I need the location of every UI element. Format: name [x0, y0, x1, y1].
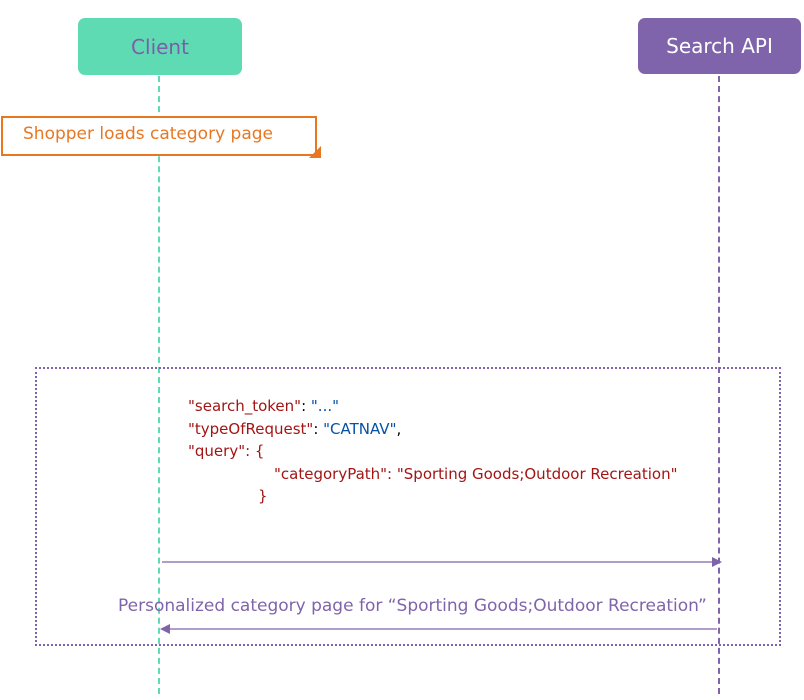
client-participant: Client	[78, 18, 242, 75]
note-fold-corner	[309, 146, 321, 158]
brace-close: }	[258, 487, 268, 505]
sep-1: :	[301, 397, 311, 415]
search-api-participant: Search API	[638, 18, 801, 74]
value-type-of-request: "CATNAV"	[323, 419, 397, 438]
response-arrow	[160, 624, 717, 634]
key-query: "query"	[188, 442, 246, 460]
note-text: Shopper loads category page	[23, 124, 273, 144]
client-lifeline	[158, 76, 160, 694]
request-arrow	[162, 557, 722, 567]
search-api-label: Search API	[666, 34, 773, 58]
client-label: Client	[131, 34, 189, 59]
payload-line-close: }	[188, 485, 678, 508]
value-category-path: "Sporting Goods;Outdoor Recreation"	[396, 464, 678, 483]
payload-line-type-of-request: "typeOfRequest": "CATNAV",	[188, 418, 678, 441]
search-api-lifeline	[718, 76, 720, 694]
key-search-token: "search_token"	[188, 397, 302, 415]
response-message-label: Personalized category page for “Sporting…	[118, 596, 707, 616]
payload-line-query: "query": {	[188, 440, 678, 463]
payload-line-category-path: "categoryPath": "Sporting Goods;Outdoor …	[188, 463, 678, 486]
sep-2: :	[313, 419, 324, 438]
payload-line-search-token: "search_token": "..."	[188, 395, 678, 418]
brace-open: : {	[245, 442, 265, 460]
key-category-path: "categoryPath"	[274, 464, 388, 483]
request-payload: "search_token": "..." "typeOfRequest": "…	[188, 395, 678, 508]
key-type-of-request: "typeOfRequest"	[188, 419, 314, 438]
value-search-token: "..."	[310, 397, 340, 415]
interaction-fragment	[35, 367, 781, 646]
comma: ,	[396, 419, 402, 438]
note-shopper-loads: Shopper loads category page	[1, 116, 321, 158]
sep-4: :	[387, 464, 397, 483]
